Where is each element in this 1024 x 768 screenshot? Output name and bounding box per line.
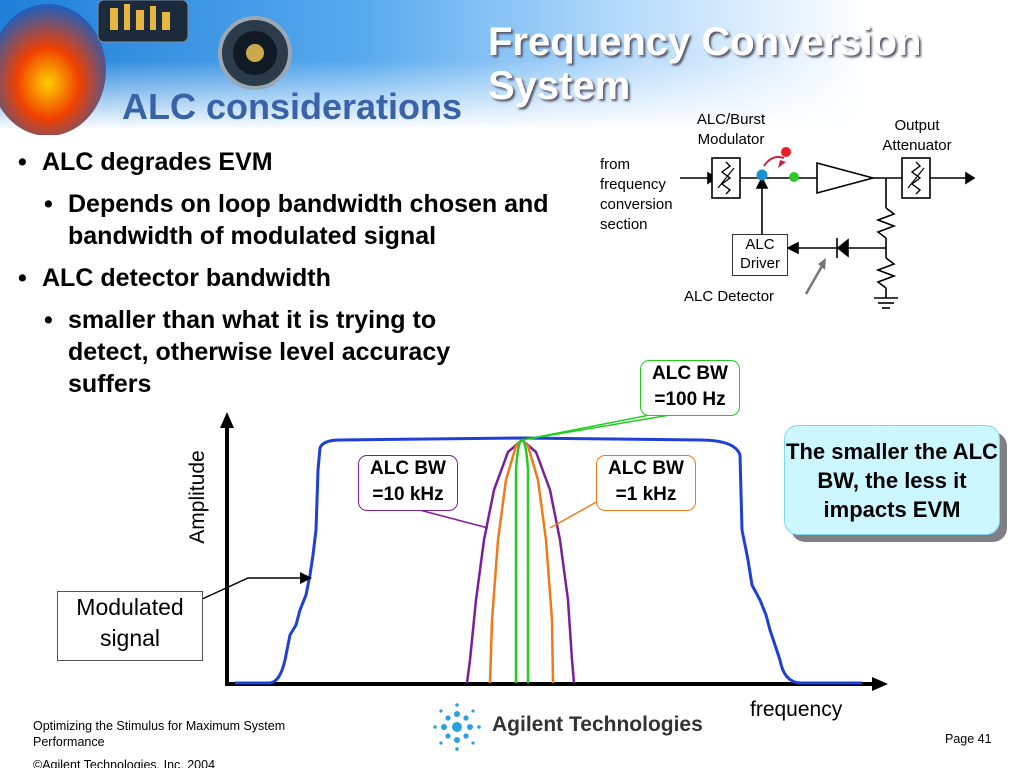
attenuator-label: Output Attenuator <box>882 117 952 154</box>
modulated-signal-trace <box>235 436 862 685</box>
spectrum-photo-left <box>0 4 106 135</box>
alc-block-diagram <box>680 147 976 309</box>
x-axis-arrow <box>872 677 888 691</box>
agilent-spark-logo <box>433 703 481 751</box>
header-fade <box>0 60 1024 130</box>
attenuator-block <box>901 157 931 199</box>
bullet-list: •ALC degrades EVM •Depends on loop bandw… <box>18 146 578 410</box>
callout-100hz: ALC BW =100 Hz <box>640 360 740 416</box>
switch-icon <box>756 147 799 182</box>
x-axis-label: frequency <box>750 698 843 721</box>
callout-100hz-leader <box>521 413 677 441</box>
footer-course: Optimizing the Stimulus for Maximum Syst… <box>33 719 286 749</box>
detector-label: ALC Detector <box>684 288 775 305</box>
modulated-signal-label: Modulated signal <box>57 591 203 661</box>
slide-title: ALC considerations <box>122 86 463 127</box>
y-axis-label: Amplitude <box>186 450 209 544</box>
y-axis-arrow <box>220 412 234 428</box>
modulated-leader <box>199 577 304 601</box>
sub-bullet-item: •Depends on loop bandwidth chosen and ba… <box>44 190 549 250</box>
bw-100hz-trace <box>514 438 530 683</box>
page-number: Page 41 <box>945 732 992 746</box>
sub-bullet-item: •smaller than what it is trying to detec… <box>44 306 451 398</box>
alc-driver-block: ALC Driver <box>732 234 788 276</box>
agilent-brand: Agilent Technologies <box>492 713 703 736</box>
header-images <box>0 0 292 135</box>
callout-1khz: ALC BW =1 kHz <box>596 455 696 511</box>
callout-10khz: ALC BW =10 kHz <box>358 455 458 511</box>
callout-1khz-leader <box>549 499 601 529</box>
input-label: from frequency conversion section <box>600 156 673 233</box>
system-title: Frequency Conversion System <box>488 20 922 108</box>
bullet-item: •ALC detector bandwidth <box>18 264 331 292</box>
modulator-block <box>711 157 741 199</box>
bw-10khz-trace <box>465 438 576 684</box>
callout-10khz-leader <box>411 507 489 529</box>
y-axis-label-wrap: Amplitude <box>178 445 218 555</box>
footer-copyright: ©Agilent Technologies, Inc. 2004 <box>33 758 216 768</box>
modulator-label: ALC/Burst Modulator <box>696 111 766 148</box>
bullet-item: •ALC degrades EVM <box>18 148 273 176</box>
summary-callout: The smaller the ALC BW, the less it impa… <box>784 425 1000 535</box>
detector-arrow <box>804 258 826 295</box>
